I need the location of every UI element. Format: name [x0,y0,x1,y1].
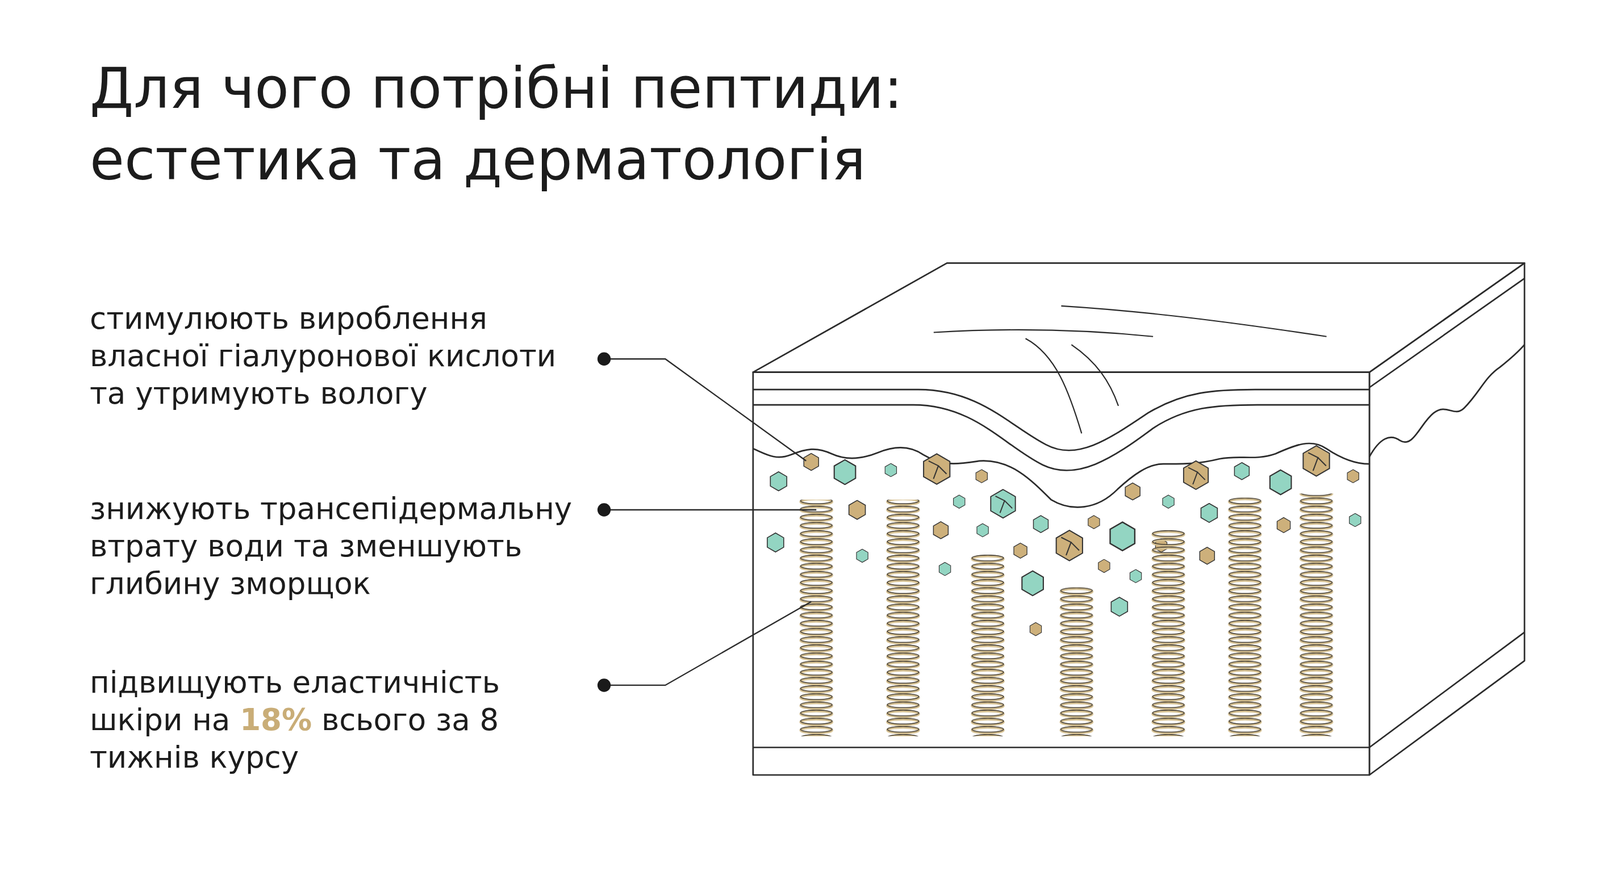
teal-hexagon [1110,522,1135,551]
leader-lines [604,358,817,686]
callout-text: стимулюють вироблення власної гіалуронов… [89,299,587,413]
epidermis-line [1369,278,1525,388]
teal-hexagon [1349,513,1361,527]
wrinkle-line [1071,344,1119,407]
teal-hexagon [1200,503,1218,523]
collagen-spiral [1055,587,1097,737]
leader-line [604,509,817,511]
teal-hexagon [1033,515,1048,533]
dermis-wave [753,443,1370,508]
teal-hexagon [976,523,989,537]
gold-hexagon [1302,445,1330,476]
leader-dot [597,503,611,517]
gold-hexagon [923,453,950,484]
dermis-wave [1369,344,1525,458]
teal-hexagon [856,549,868,563]
bottom-layer-line [1369,632,1525,749]
leader-line [604,602,812,686]
gold-hexagon [975,469,988,483]
collagen-spiral [1147,530,1189,737]
gold-hexagon [849,500,866,520]
callout-label: стимулюють вироблення власної гіалуронов… [89,301,557,411]
front-face [753,372,1370,776]
teal-hexagon [938,562,951,576]
bottom-layer-line [753,746,1370,749]
collagen-spiral [967,554,1009,737]
teal-hexagon [1021,571,1044,596]
leader-dot [597,352,611,366]
gold-hexagon [1125,483,1140,501]
diagram-title: Для чого потрібні пептиди: естетика та д… [89,52,1027,196]
callout-label: знижують трансепідермальну втрату води т… [89,491,572,601]
wrinkle-line [1060,306,1327,337]
callout-text: знижують трансепідермальну втрату води т… [89,490,617,603]
epidermis-line [753,389,1370,451]
gold-hexagon [1013,543,1027,559]
teal-hexagon [1234,462,1249,480]
top-face [753,262,1525,373]
collagen-spiral [795,499,837,737]
teal-hexagon [1129,569,1142,583]
teal-hexagon [770,471,787,491]
teal-hexagon [884,463,897,477]
gold-hexagon [933,521,948,540]
teal-hexagon [1162,495,1175,509]
collagen-spirals [795,493,1337,737]
collagen-spiral [1296,493,1338,737]
wrinkle-line [933,329,1153,337]
collagen-spiral [1224,497,1266,737]
teal-hexagon [834,460,856,485]
gold-hexagon [1029,622,1042,636]
gold-hexagon [1088,515,1100,529]
teal-hexagon [1110,597,1128,617]
teal-hexagon [990,489,1015,518]
skin-block [753,262,1525,776]
leader-dots [597,352,611,693]
callout-text: підвищують еластичність шкіри на 18% всь… [89,663,527,777]
gold-hexagon [1098,559,1110,573]
collagen-spiral [882,499,924,737]
teal-hexagon [767,533,784,553]
gold-hexagon [803,453,819,471]
gold-hexagon [1056,530,1083,561]
leader-dot [597,678,611,692]
wrinkle-line [1025,338,1083,434]
leader-line [604,358,807,462]
teal-hexagon [1270,470,1292,495]
gold-hexagon [1183,461,1209,490]
gold-hexagon [1276,517,1290,534]
teal-hexagon [953,495,965,509]
gold-hexagon [1347,469,1359,483]
highlight-number: 18% [239,702,312,738]
gold-hexagon [1199,547,1215,565]
